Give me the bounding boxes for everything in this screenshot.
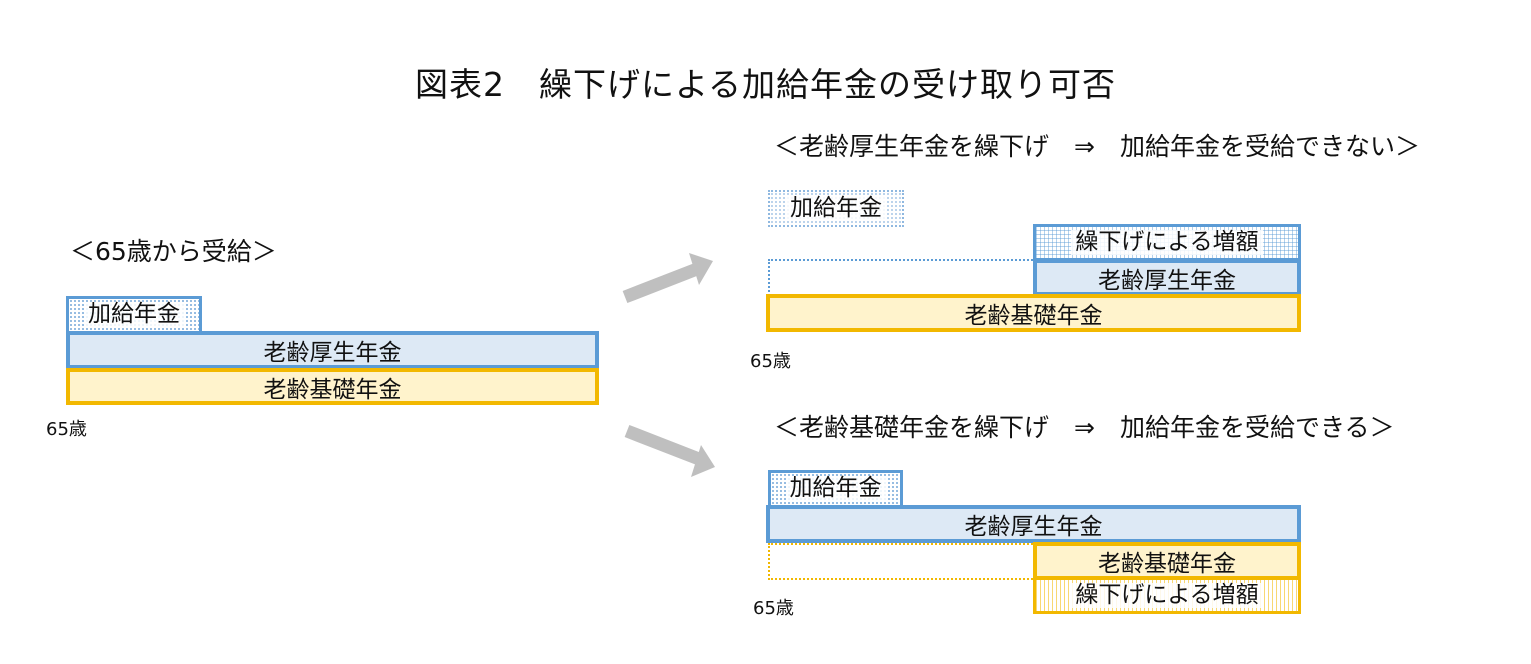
bottom-right-kiso-box: 老齢基礎年金	[1033, 542, 1301, 580]
top-right-kousei-box: 老齢厚生年金	[1033, 259, 1301, 296]
left-age-label: 65歳	[46, 419, 87, 440]
left-kakyu-box: 加給年金	[66, 296, 202, 334]
bottom-right-age-label: 65歳	[753, 598, 794, 619]
top-right-heading: ＜老齢厚生年金を繰下げ ⇒ 加給年金を受給できない＞	[774, 132, 1420, 161]
bottom-right-zougaku-label: 繰下げによる増額	[1071, 582, 1263, 609]
arrow-up-right-icon	[622, 253, 713, 304]
top-right-zougaku-box: 繰下げによる増額	[1033, 224, 1301, 261]
bottom-right-kousei-box: 老齢厚生年金	[766, 505, 1301, 543]
arrow-down-right-icon	[624, 424, 715, 477]
bottom-right-kousei-label: 老齢厚生年金	[964, 514, 1103, 540]
left-kousei-label: 老齢厚生年金	[263, 340, 402, 366]
left-kiso-box: 老齢基礎年金	[66, 368, 599, 405]
bottom-right-deferred-placeholder	[768, 543, 1033, 580]
top-right-kakyu-box: 加給年金	[768, 190, 904, 227]
top-right-kiso-label: 老齢基礎年金	[964, 303, 1103, 329]
top-right-kousei-label: 老齢厚生年金	[1098, 267, 1236, 294]
left-kousei-box: 老齢厚生年金	[66, 331, 599, 369]
top-right-zougaku-label: 繰下げによる増額	[1071, 229, 1263, 256]
bottom-right-kakyu-box: 加給年金	[768, 470, 903, 508]
left-kakyu-label: 加給年金	[84, 302, 184, 328]
bottom-right-zougaku-box: 繰下げによる増額	[1033, 577, 1301, 614]
figure-title: 図表2 繰下げによる加給年金の受け取り可否	[414, 65, 1116, 104]
left-kiso-label: 老齢基礎年金	[263, 376, 402, 403]
top-right-kakyu-label: 加給年金	[786, 195, 886, 222]
top-right-kiso-box: 老齢基礎年金	[766, 294, 1301, 332]
top-right-age-label: 65歳	[750, 351, 791, 372]
top-right-deferred-placeholder	[768, 259, 1033, 296]
bottom-right-heading: ＜老齢基礎年金を繰下げ ⇒ 加給年金を受給できる＞	[774, 413, 1395, 442]
left-heading: ＜65歳から受給＞	[70, 237, 277, 266]
arrows	[622, 253, 715, 477]
bottom-right-kiso-label: 老齢基礎年金	[1098, 551, 1236, 577]
bottom-right-kakyu-label: 加給年金	[785, 476, 886, 502]
